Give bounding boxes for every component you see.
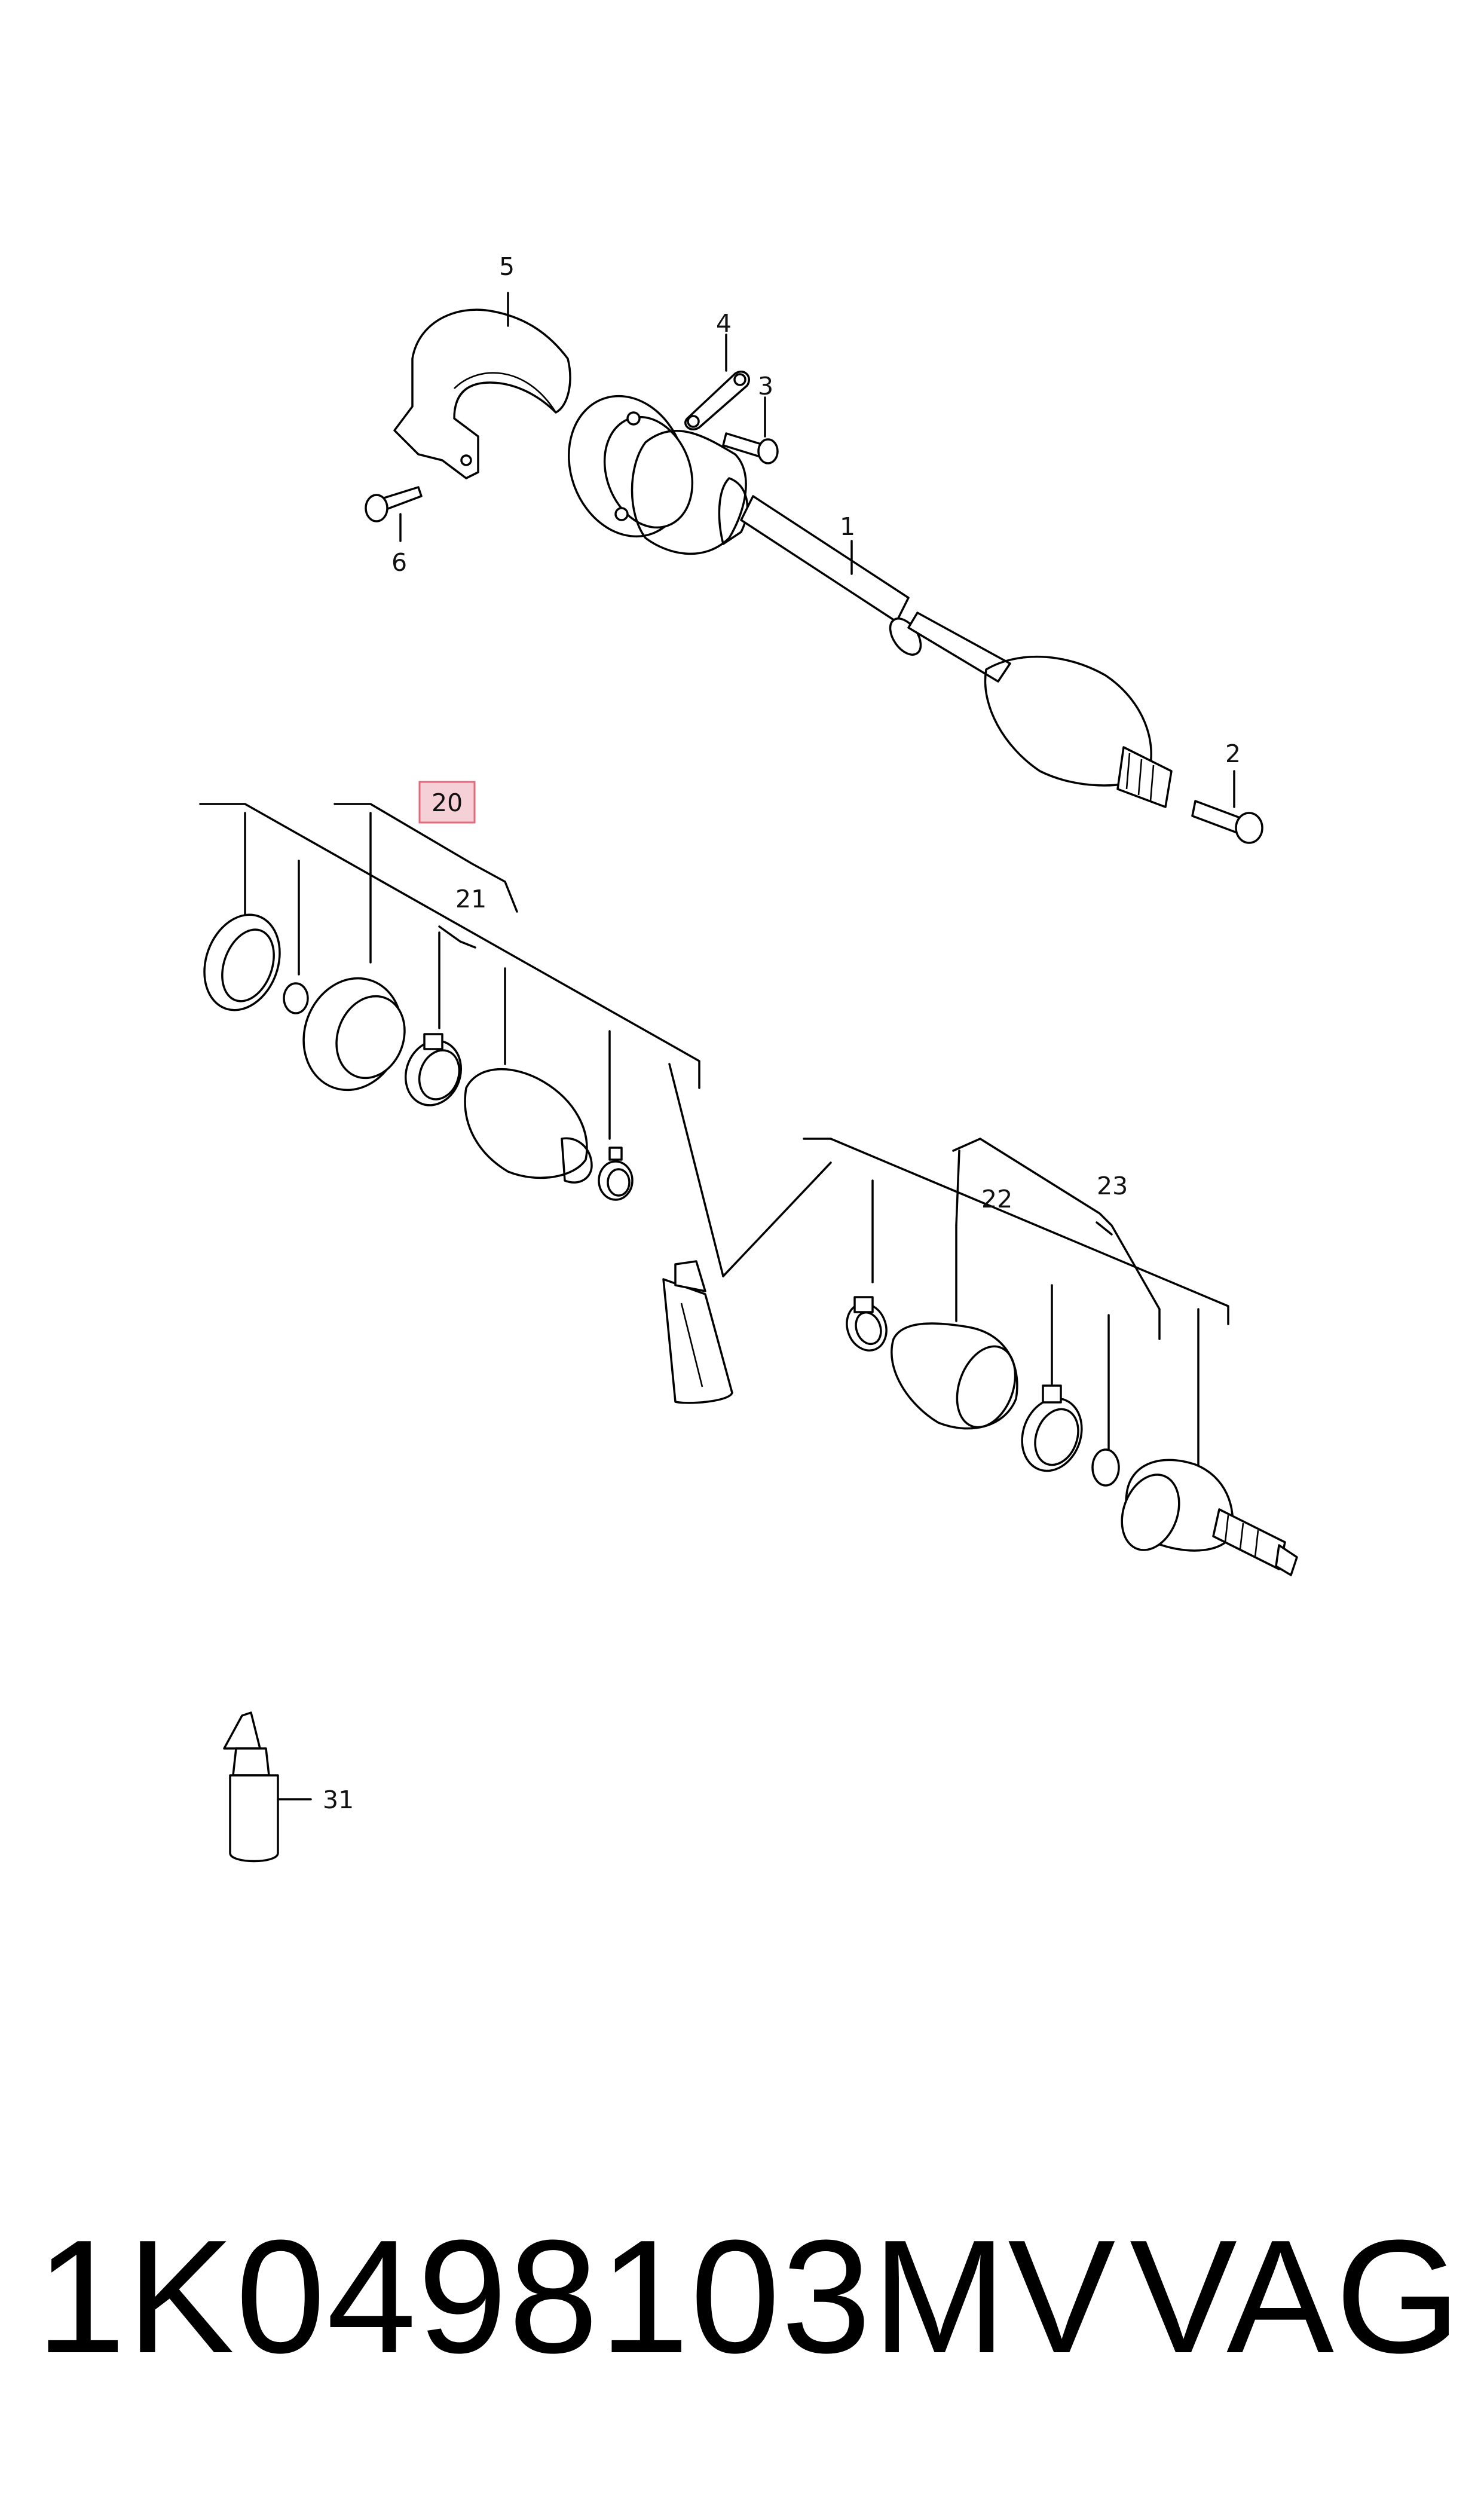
callout-20-highlight[interactable]: 20 <box>418 781 476 824</box>
callout-1[interactable]: 1 <box>840 512 855 541</box>
callout-22[interactable]: 22 <box>981 1185 1012 1213</box>
bolt-6 <box>365 486 423 522</box>
grease-tube <box>662 1260 733 1404</box>
repair-kit-parts-left <box>203 913 634 1201</box>
adhesive-tube <box>223 1711 312 1863</box>
outer-kit-bracket-lines <box>803 1138 1229 1466</box>
repair-kit-bracket-lines <box>199 803 832 1277</box>
callout-leaders <box>399 292 1235 808</box>
callout-5[interactable]: 5 <box>499 252 515 281</box>
callout-4[interactable]: 4 <box>716 309 732 338</box>
callout-3[interactable]: 3 <box>758 372 773 401</box>
callout-2[interactable]: 2 <box>1225 739 1241 768</box>
highlight-box <box>418 781 476 824</box>
heat-shield <box>393 308 571 479</box>
brand-name: VAG <box>1130 2207 1462 2387</box>
callout-31[interactable]: 31 <box>323 1786 354 1814</box>
callout-21[interactable]: 21 <box>455 885 486 913</box>
lock-plate-and-bolt <box>684 371 779 464</box>
part-number: 1K0498103MV <box>36 2207 1116 2387</box>
outer-kit-parts <box>846 1296 1298 1576</box>
callout-20[interactable]: 20 <box>432 788 463 817</box>
bolt-2 <box>1191 800 1263 844</box>
callout-6[interactable]: 6 <box>391 548 407 577</box>
callout-23[interactable]: 23 <box>1097 1172 1128 1200</box>
drive-shaft-assembly <box>567 395 1173 808</box>
